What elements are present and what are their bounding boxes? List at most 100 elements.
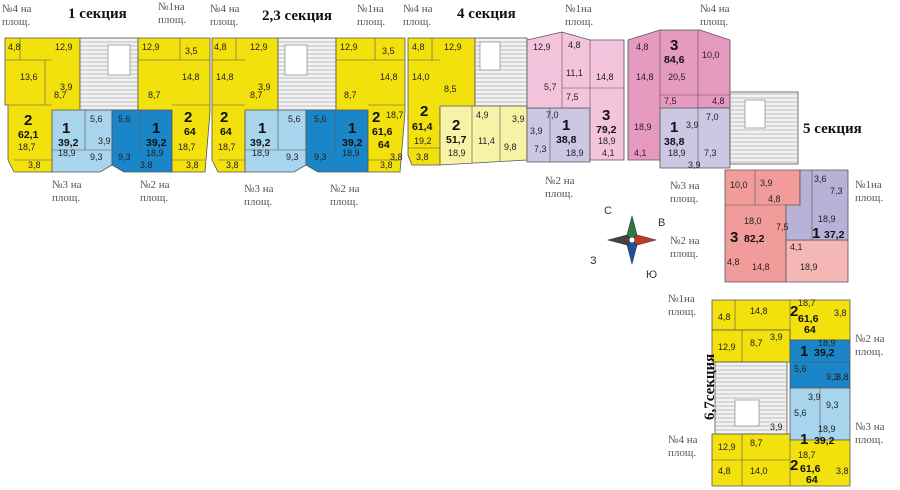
room-area: 9,3 (314, 152, 327, 162)
room-area: 3,9 (258, 82, 271, 92)
section-title: 2,3 секция (262, 8, 332, 24)
room-area: 18,9 (818, 338, 836, 348)
landing-label: №1на (158, 1, 185, 13)
landing-label: площ. (668, 447, 696, 459)
room-area: 14,8 (636, 72, 654, 82)
section-1-block (4, 37, 211, 173)
landing-label: площ. (670, 248, 698, 260)
apartment-rooms: 2 (452, 117, 460, 134)
room-area: 7,5 (776, 222, 789, 232)
landing-label: №2 на (330, 183, 360, 195)
room-area: 14,8 (596, 72, 614, 82)
room-area: 11,1 (566, 68, 583, 78)
landing-label: №4 на (210, 3, 240, 15)
room-area: 3,8 (186, 160, 199, 170)
apartment-area: 64 (378, 139, 390, 151)
room-area: 3,9 (512, 114, 525, 124)
apartment-area: 39,2 (814, 435, 835, 447)
landing-label: №4 на (403, 3, 433, 15)
section-5-block (627, 29, 849, 283)
room-area: 14,8 (380, 72, 398, 82)
room-area: 12,9 (340, 42, 358, 52)
compass-west: З (590, 255, 597, 267)
apartment-area: 62,1 (18, 129, 39, 141)
apartment-rooms: 1 (670, 119, 678, 136)
landing-label: площ. (670, 193, 698, 205)
room-area: 5,6 (314, 114, 327, 124)
room-area: 4,8 (8, 42, 21, 52)
room-area: 4,8 (214, 42, 227, 52)
landing-label: площ. (565, 16, 593, 28)
room-area: 9,3 (90, 152, 103, 162)
room-area: 18,9 (634, 122, 652, 132)
room-area: 7,5 (664, 96, 677, 106)
apartment-area: 61,6 (798, 313, 819, 325)
room-area: 18,9 (342, 148, 360, 158)
room-area: 12,9 (250, 42, 268, 52)
landing-label: №1на (357, 3, 384, 15)
room-area: 7,3 (704, 148, 717, 158)
landing-label: №2 на (855, 333, 885, 345)
apartment-area: 39,2 (146, 137, 167, 149)
apartment-area: 64 (184, 126, 196, 138)
room-area: 3,8 (380, 160, 393, 170)
room-area: 3,5 (185, 46, 198, 56)
apartment-area: 39,2 (58, 137, 79, 149)
apartment-area: 64 (806, 474, 818, 486)
room-area: 7,0 (546, 110, 559, 120)
room-area: 14,8 (182, 72, 200, 82)
compass-east: В (658, 217, 665, 229)
room-area: 7,0 (706, 112, 719, 122)
room-area: 9,3 (286, 152, 299, 162)
room-area: 12,9 (718, 442, 736, 452)
room-area: 12,9 (55, 42, 73, 52)
room-area: 4,8 (718, 466, 731, 476)
room-area: 8,7 (250, 90, 263, 100)
room-area: 14,8 (752, 262, 770, 272)
room-area: 8,7 (54, 90, 67, 100)
apartment-rooms: 1 (348, 120, 356, 137)
room-area: 18,7 (386, 110, 404, 120)
landing-label: площ. (2, 16, 30, 28)
room-area: 4,8 (718, 312, 731, 322)
landing-label: №1на (668, 293, 695, 305)
apartment-area: 39,2 (814, 347, 835, 359)
room-area: 3,9 (770, 332, 783, 342)
room-area: 4,1 (634, 148, 647, 158)
room-area: 8,7 (750, 438, 763, 448)
apartment-rooms: 2 (220, 109, 228, 126)
landing-label: площ. (244, 196, 272, 208)
landing-labels: №4 на площ. №1на площ. №4 на площ. №1на … (2, 1, 885, 459)
room-area: 8,5 (444, 84, 457, 94)
room-area: 3,9 (688, 160, 701, 170)
room-area: 18,9 (818, 214, 836, 224)
room-area: 3,8 (390, 152, 403, 162)
room-area: 4,8 (727, 257, 740, 267)
apartment-area: 38,8 (556, 134, 577, 146)
landing-label: площ. (140, 192, 168, 204)
apartment-rooms: 1 (812, 225, 820, 242)
section-4-block (407, 31, 625, 166)
room-area: 12,9 (533, 42, 551, 52)
apartment-shape (659, 107, 731, 169)
apartment-area: 38,8 (664, 136, 685, 148)
apartment-area: 61,6 (800, 463, 821, 475)
section-title: 5 секция (803, 121, 862, 137)
room-area: 3,9 (98, 136, 111, 146)
section-title: 6,7секция (702, 354, 718, 420)
apartment-area: 61,6 (372, 126, 393, 138)
room-area: 18,7 (798, 450, 816, 460)
apartment-area: 64 (220, 126, 232, 138)
room-area: 18,9 (668, 148, 686, 158)
apartment-rooms: 3 (730, 229, 738, 246)
section-title: 1 секция (68, 6, 127, 22)
landing-label: площ. (52, 192, 80, 204)
room-area: 4,8 (636, 42, 649, 52)
room-area: 18,7 (178, 142, 196, 152)
room-area: 8,7 (750, 338, 763, 348)
landing-label: №4 на (668, 434, 698, 446)
landing-label: площ. (855, 192, 883, 204)
landing-label: площ. (855, 346, 883, 358)
